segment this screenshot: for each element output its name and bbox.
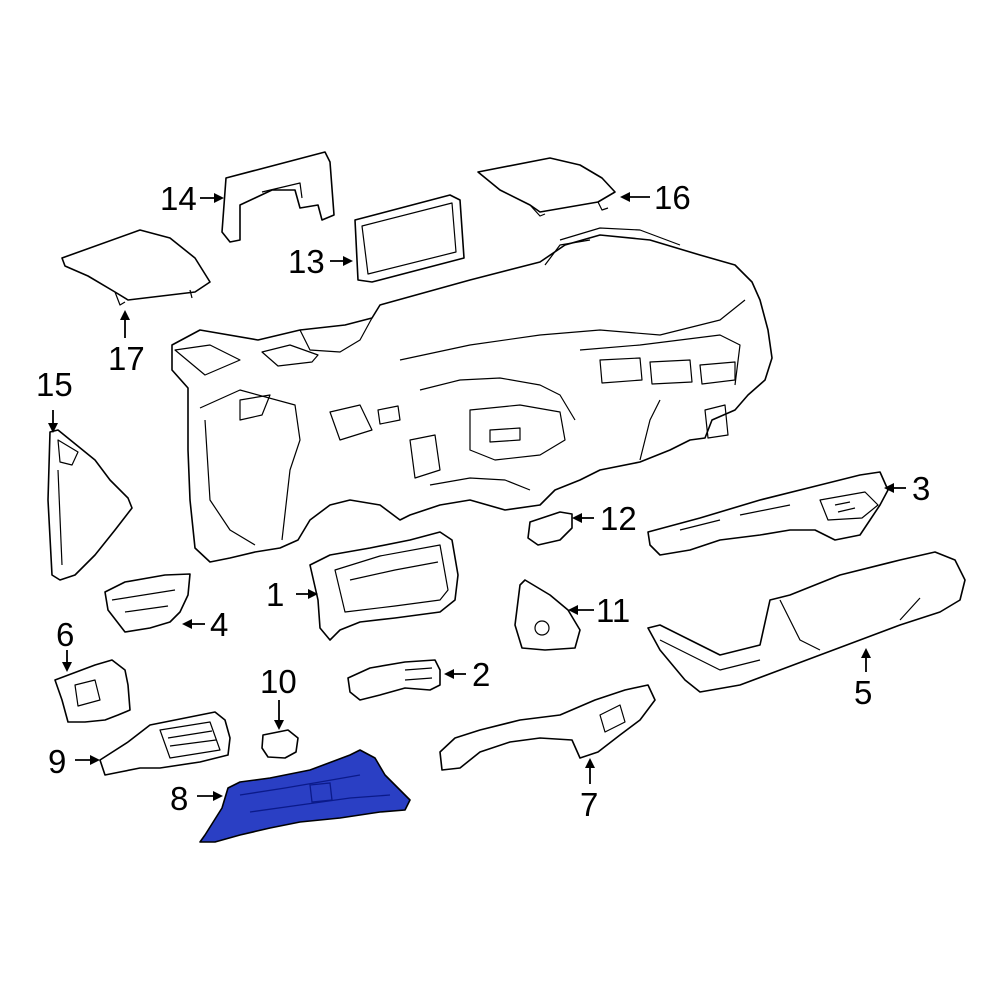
- callout-7: 7: [580, 786, 599, 823]
- callout-11: 11: [596, 592, 631, 629]
- callout-12: 12: [600, 500, 637, 537]
- leader-lines: [48, 192, 906, 801]
- part-14-bracket: [221, 151, 335, 243]
- part-16-cover: [477, 157, 616, 217]
- callout-16: 16: [654, 179, 691, 216]
- callout-5: 5: [854, 674, 873, 711]
- callout-4: 4: [210, 606, 229, 643]
- callout-8: 8: [170, 780, 189, 817]
- callout-6: 6: [56, 616, 75, 653]
- part-1-cluster-bezel: [309, 531, 459, 641]
- part-13-display: [354, 194, 465, 283]
- part-3-reinforcement: [647, 471, 889, 556]
- callout-14: 14: [160, 180, 197, 217]
- part-4-panel: [104, 573, 191, 633]
- callout-9: 9: [48, 743, 67, 780]
- callout-3: 3: [912, 470, 931, 507]
- callout-1: 1: [266, 576, 285, 613]
- part-6-bracket: [54, 659, 131, 723]
- part-9-bracket: [99, 711, 231, 776]
- part-7-brace: [439, 684, 656, 771]
- callout-13: 13: [288, 243, 325, 280]
- callout-2: 2: [472, 656, 491, 693]
- callout-10: 10: [260, 663, 297, 700]
- part-11-panel: [514, 579, 581, 651]
- instrument-panel-main: [171, 227, 773, 563]
- callout-15: 15: [36, 366, 73, 403]
- callout-17: 17: [108, 340, 145, 377]
- part-15-side-panel: [47, 429, 133, 581]
- part-10-clip: [261, 729, 299, 759]
- part-8-highlighted: [199, 749, 411, 843]
- part-2-duct: [347, 659, 441, 701]
- part-12-clip: [527, 511, 573, 546]
- part-17-cover: [61, 229, 211, 306]
- part-5-glovebox: [647, 551, 966, 693]
